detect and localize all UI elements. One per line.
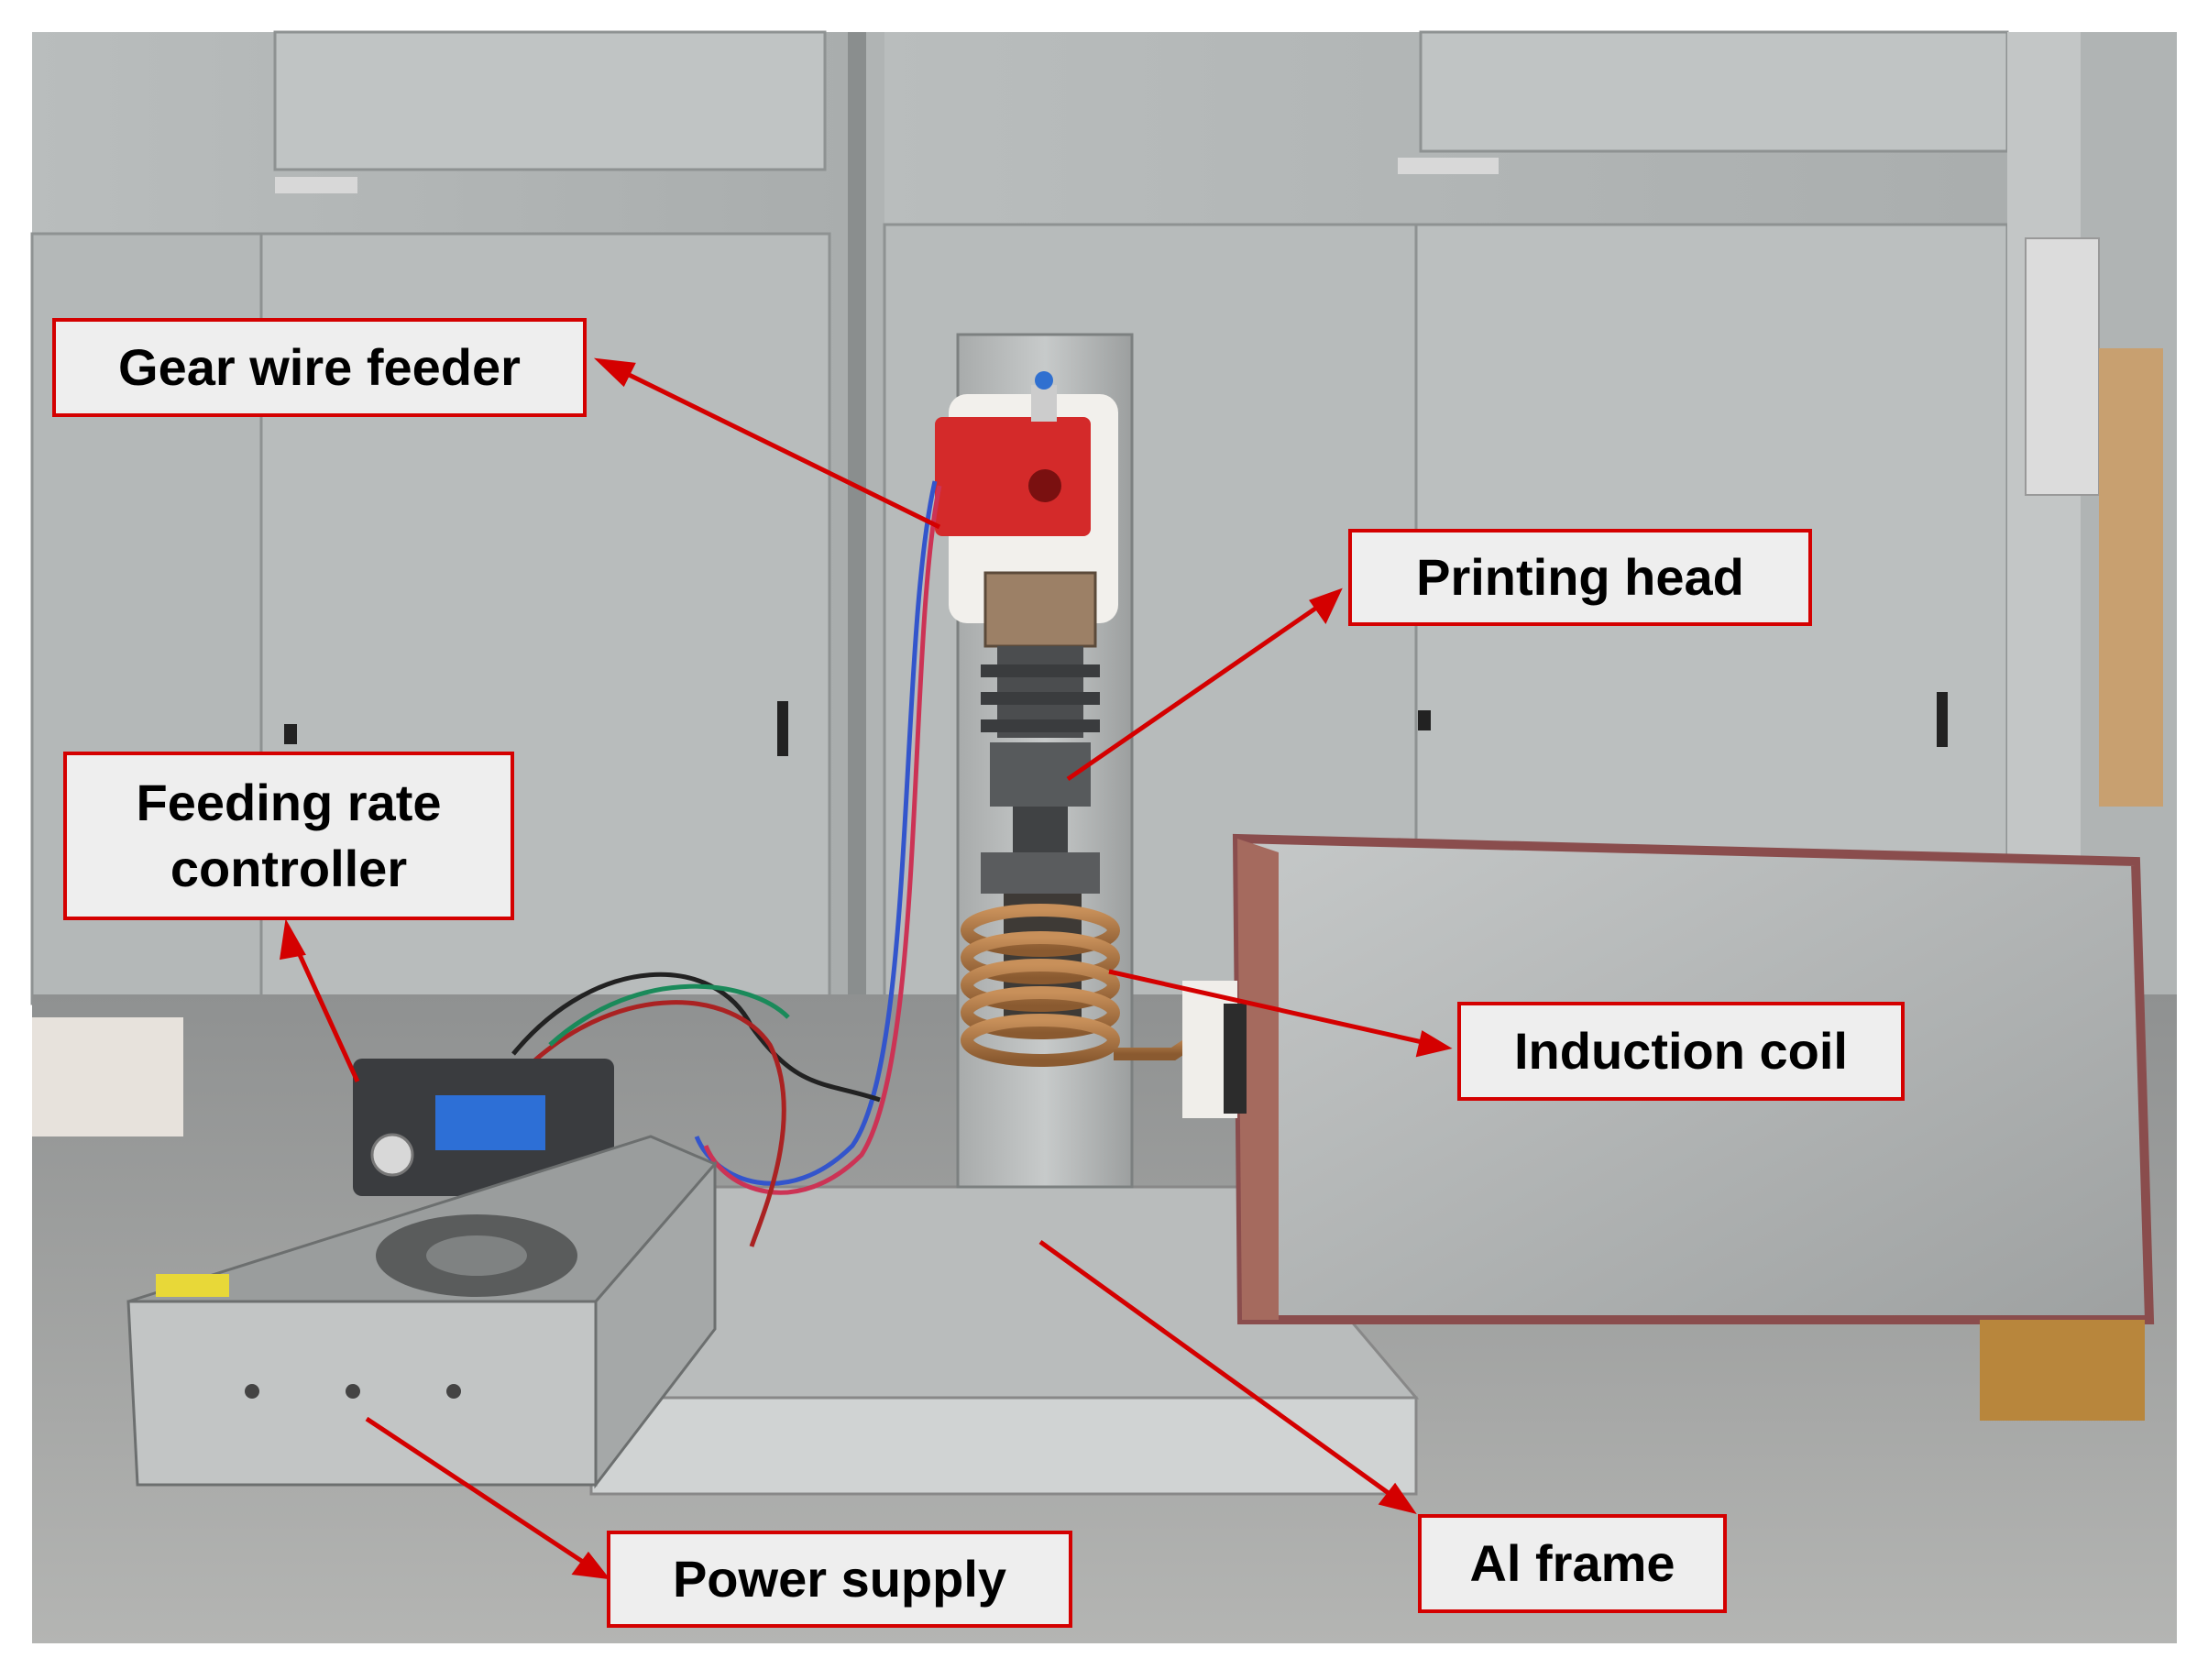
arrow-printing-head (1066, 598, 1329, 782)
feeding-rate-controller-body (353, 1059, 614, 1196)
arrow-head-power-supply (571, 1551, 610, 1580)
arrow-head-induction-coil (1415, 1030, 1453, 1058)
induction-coil-body (961, 904, 1204, 1067)
arrow-head-feeding-rate-controller (280, 918, 306, 961)
arrow-head-printing-head (1309, 587, 1343, 624)
arrow-feeding-rate-controller (289, 935, 360, 1083)
arrow-head-gear-wire-feeder (593, 357, 636, 388)
label-induction-coil: Induction coil (1457, 1002, 1905, 1101)
arrow-power-supply (365, 1416, 596, 1572)
power-supply-body (126, 1135, 718, 1489)
arrow-gear-wire-feeder (610, 364, 941, 530)
label-al-frame: Al frame (1418, 1514, 1727, 1613)
gear-wire-feeder-body (935, 371, 1091, 536)
label-gear-wire-feeder: Gear wire feeder (52, 318, 587, 417)
label-feeding-rate-controller: Feeding rate controller (63, 752, 514, 920)
cables (511, 480, 942, 1247)
arrow-induction-coil (1108, 969, 1435, 1048)
arrow-head-al-frame (1378, 1482, 1417, 1515)
label-power-supply: Power supply (607, 1531, 1072, 1628)
label-printing-head: Printing head (1348, 529, 1812, 626)
arrow-al-frame (1038, 1239, 1404, 1506)
annotation-arrows (280, 357, 1453, 1580)
